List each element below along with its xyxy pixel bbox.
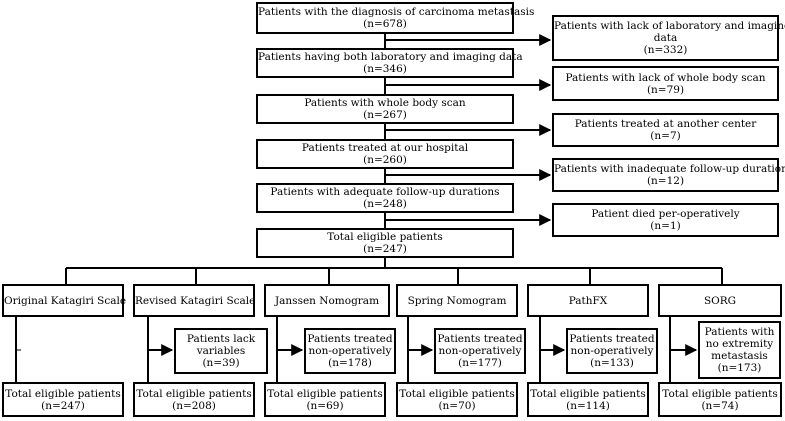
column-exclusion-spring: Patients treated non-operatively (n=177) [434, 328, 526, 374]
final-box-revised-katagiri: Total eligible patients (n=208) [133, 382, 255, 417]
exclusion-box-lab-imaging: Patients with lack of laboratory and ima… [552, 15, 785, 61]
model-name: Spring Nomogram [407, 294, 507, 307]
main-box-count: (n=247) [363, 243, 407, 255]
exclusion-count: (n=173) [717, 362, 762, 374]
main-box-count: (n=248) [363, 198, 407, 210]
exclusion-count: (n=332) [643, 44, 688, 56]
exclusion-label: Patients with inadequate follow-up durat… [554, 163, 785, 175]
column-exclusion-janssen: Patients treated non-operatively (n=178) [304, 328, 396, 374]
main-box-label: Patients treated at our hospital [301, 142, 469, 154]
main-box-count: (n=267) [363, 109, 407, 121]
model-name: PathFX [568, 294, 608, 307]
final-box-janssen: Total eligible patients (n=69) [264, 382, 386, 417]
exclusion-line2: non-operatively [438, 345, 522, 357]
final-box-pathfx: Total eligible patients (n=114) [527, 382, 649, 417]
model-box-revised-katagiri: Revised Katagiri Scale [133, 284, 255, 317]
exclusion-line2: non-operatively [570, 345, 654, 357]
final-count: (n=69) [306, 399, 344, 412]
exclusion-line2: variables [196, 345, 246, 357]
exclusion-box-whole-body-scan: Patients with lack of whole body scan (n… [552, 66, 779, 101]
final-label: Total eligible patients [267, 387, 383, 400]
final-count: (n=208) [172, 399, 216, 412]
exclusion-count: (n=79) [646, 83, 685, 96]
final-label: Total eligible patients [136, 387, 252, 400]
exclusion-box-other-center: Patients treated at another center (n=7) [552, 113, 779, 147]
exclusion-line3: metastasis [711, 350, 768, 362]
exclusion-line1: Patients treated [437, 333, 523, 345]
exclusion-label: Patients treated at another center [574, 118, 757, 130]
exclusion-line1: Patients treated [307, 333, 393, 345]
exclusion-label-cont: data [653, 32, 678, 44]
exclusion-line1: Patients treated [569, 333, 655, 345]
exclusion-label: Patient died per-operatively [591, 208, 740, 220]
main-box-treated-here: Patients treated at our hospital (n=260) [256, 139, 514, 169]
main-box-label: Total eligible patients [327, 231, 443, 243]
exclusion-line1: Patients lack [186, 333, 256, 345]
final-label: Total eligible patients [530, 387, 646, 400]
main-box-count: (n=260) [363, 154, 407, 166]
model-box-sorg: SORG [658, 284, 782, 317]
model-box-janssen: Janssen Nomogram [264, 284, 390, 317]
exclusion-label: Patients with lack of laboratory and ima… [554, 20, 785, 32]
model-box-original-katagiri: Original Katagiri Scale [2, 284, 127, 317]
main-box-label: Patients having both laboratory and imag… [258, 51, 523, 63]
final-box-sorg: Total eligible patients (n=74) [658, 382, 782, 417]
exclusion-line2: non-operatively [308, 345, 392, 357]
final-count: (n=74) [701, 399, 739, 412]
model-box-pathfx: PathFX [527, 284, 649, 317]
column-exclusion-sorg: Patients with no extremity metastasis (n… [698, 321, 781, 379]
exclusion-line2: no extremity [705, 338, 774, 350]
exclusion-count: (n=1) [650, 220, 681, 232]
exclusion-box-follow-up: Patients with inadequate follow-up durat… [552, 158, 785, 192]
main-box-lab-imaging: Patients having both laboratory and imag… [256, 48, 523, 78]
column-exclusion-revised-katagiri: Patients lack variables (n=39) [174, 328, 268, 374]
exclusion-count: (n=39) [202, 357, 240, 369]
main-box-total-eligible: Total eligible patients (n=247) [256, 228, 514, 258]
final-box-original-katagiri: Total eligible patients (n=247) [2, 382, 124, 417]
exclusion-line1: Patients with [704, 326, 775, 338]
model-name: Revised Katagiri Scale [135, 294, 256, 307]
exclusion-box-died: Patient died per-operatively (n=1) [552, 203, 779, 237]
main-box-label: Patients with adequate follow-up duratio… [270, 186, 500, 198]
final-label: Total eligible patients [399, 387, 515, 400]
main-box-count: (n=678) [363, 18, 407, 30]
final-box-spring: Total eligible patients (n=70) [396, 382, 518, 417]
exclusion-count: (n=12) [646, 175, 685, 187]
exclusion-count: (n=133) [590, 357, 634, 369]
model-name: Janssen Nomogram [274, 294, 380, 307]
final-label: Total eligible patients [5, 387, 121, 400]
model-box-spring: Spring Nomogram [396, 284, 518, 317]
main-box-diagnosis: Patients with the diagnosis of carcinoma… [256, 2, 535, 34]
main-box-whole-body-scan: Patients with whole body scan (n=267) [256, 94, 514, 124]
model-name: Original Katagiri Scale [4, 294, 127, 307]
exclusion-label: Patients with lack of whole body scan [565, 71, 766, 84]
model-name: SORG [703, 294, 737, 307]
main-box-follow-up: Patients with adequate follow-up duratio… [256, 183, 514, 213]
exclusion-count: (n=177) [458, 357, 502, 369]
main-box-count: (n=346) [363, 63, 407, 75]
final-count: (n=247) [41, 399, 85, 412]
final-count: (n=114) [566, 399, 610, 412]
column-exclusion-pathfx: Patients treated non-operatively (n=133) [566, 328, 658, 374]
main-box-label: Patients with whole body scan [304, 97, 466, 109]
main-box-label: Patients with the diagnosis of carcinoma… [258, 6, 535, 18]
final-label: Total eligible patients [662, 387, 778, 400]
exclusion-count: (n=178) [328, 357, 372, 369]
final-count: (n=70) [438, 399, 476, 412]
exclusion-count: (n=7) [650, 130, 681, 142]
